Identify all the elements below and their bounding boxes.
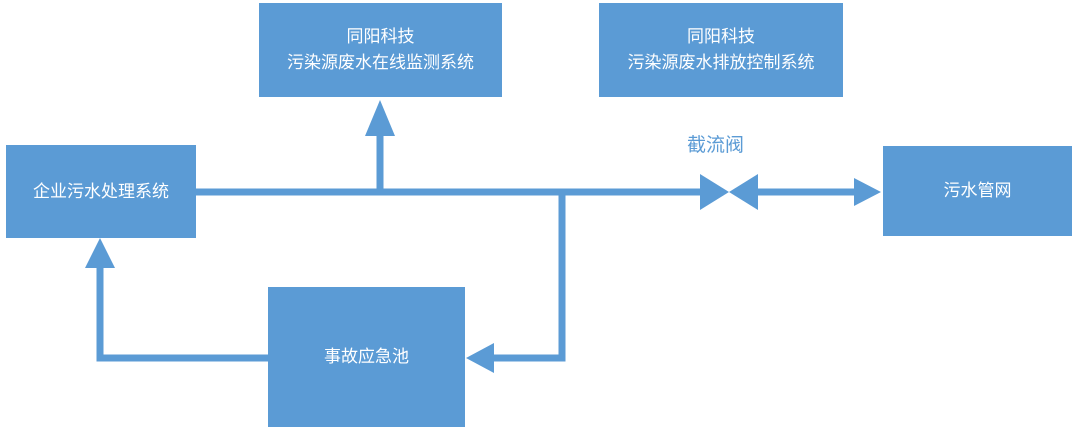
emergency-return-line: [96, 266, 268, 362]
bowtie-valve-icon: [700, 174, 758, 210]
monitoring-system-box: 同阳科技 污染源废水在线监测系统: [259, 3, 502, 97]
emergency-pool-label: 事故应急池: [324, 347, 409, 367]
arrow-to-sewer-icon: [854, 178, 881, 206]
valve-label: 截流阀: [687, 134, 745, 156]
treatment-system-box: 企业污水处理系统: [6, 145, 196, 238]
sewer-network-label: 污水管网: [943, 181, 1012, 201]
arrow-to-emergency-icon: [466, 343, 494, 373]
monitoring-system-label: 污染源废水在线监测系统: [287, 53, 474, 73]
treatment-system-label: 企业污水处理系统: [33, 181, 169, 202]
branch-to-emergency-line: [492, 192, 566, 362]
control-system-box: 同阳科技 污染源废水排放控制系统: [599, 3, 843, 97]
control-system-label: 污染源废水排放控制系统: [627, 53, 815, 73]
arrow-to-treatment-icon: [85, 238, 115, 268]
monitoring-company-label: 同阳科技: [346, 27, 415, 47]
sewer-network-box: 污水管网: [883, 146, 1072, 236]
arrow-to-monitoring-icon: [365, 100, 395, 136]
emergency-pool-box: 事故应急池: [268, 287, 465, 427]
control-company-label: 同阳科技: [687, 27, 755, 47]
